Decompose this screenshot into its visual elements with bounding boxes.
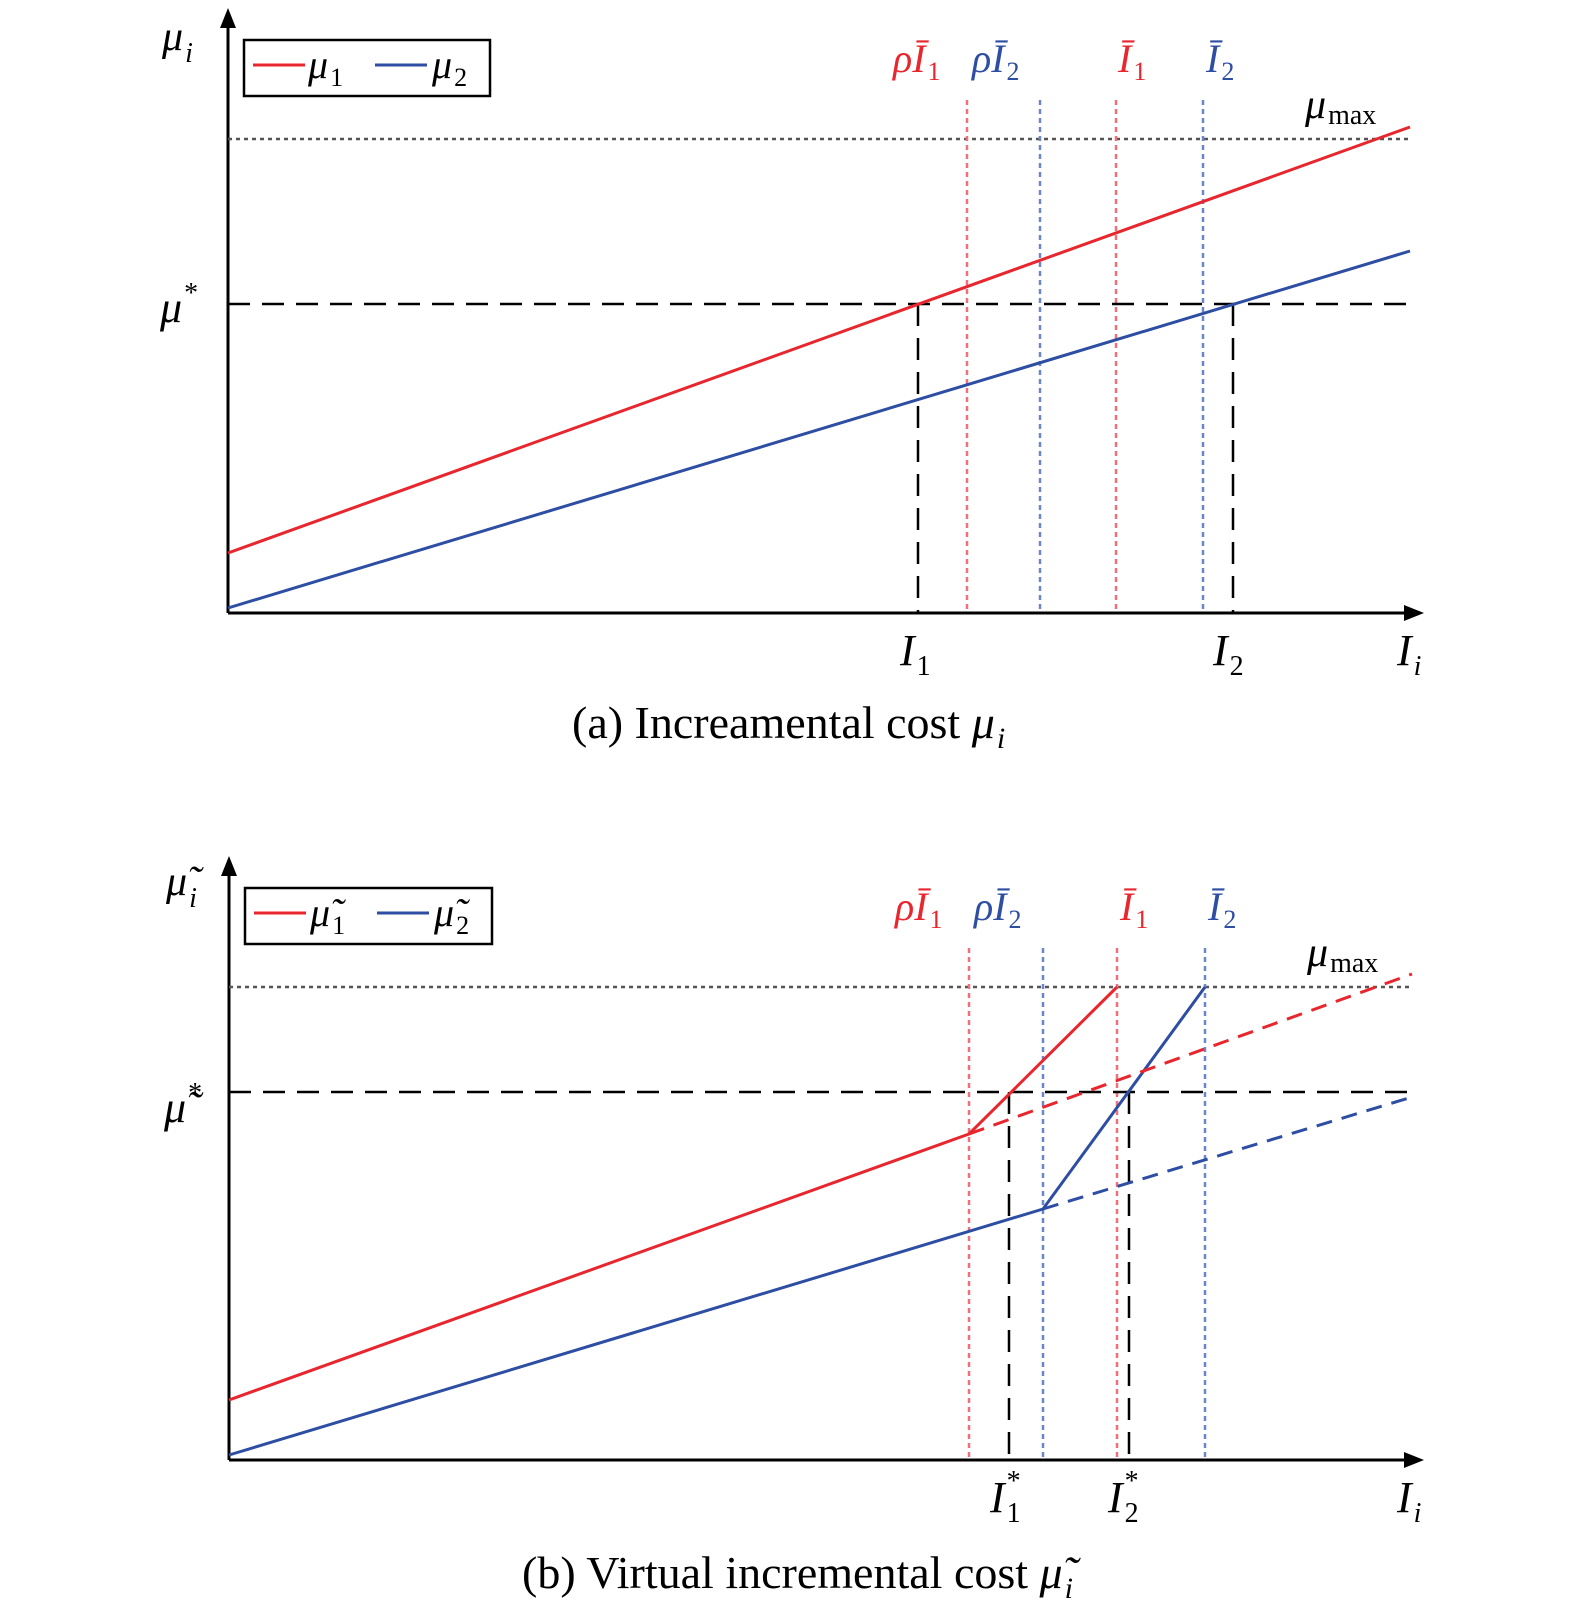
panel-a-x-tick-i1: I1 <box>899 626 931 682</box>
panel-a-mu2-line <box>227 249 1411 610</box>
panel-b-mu2-extension <box>1042 1095 1413 1211</box>
panel-b-mu-star-label: μ̃* <box>163 1078 204 1132</box>
panel-a-caption: (a) Increamental cost μi <box>572 697 1005 755</box>
panel-a-y-label: μi <box>161 14 193 69</box>
panel-b-legend: μ̃1 μ̃2 <box>243 886 494 946</box>
panel-a-top-label-ibar1: Ī1 <box>1117 36 1146 86</box>
panel-b-y-label: μ̃i <box>165 859 204 914</box>
panel-a-x-arrow <box>1404 605 1424 621</box>
panel-a-y-arrow <box>220 8 236 28</box>
panel-a-legend-mu1-label: μ1 <box>307 42 343 92</box>
panel-b-mu1-extension <box>968 972 1413 1136</box>
panel-b-x-tick-i1star: I*1 <box>989 1466 1021 1529</box>
panel-b-top-label-rho-ibar2: ρĪ2 <box>972 884 1022 934</box>
panel-b-x-arrow <box>1404 1452 1424 1468</box>
panel-b-x-tick-i2star: I*2 <box>1107 1466 1139 1529</box>
panel-b-x-label: Ii <box>1396 1473 1421 1529</box>
panel-b-legend-box <box>243 886 494 946</box>
panel-b-caption: (b) Virtual incremental cost μ̃i <box>522 1547 1082 1605</box>
panel-b: μ̃i μ̃* μmax μ̃1 μ̃2 ρĪ1 ρĪ2 Ī1 Ī2 I*1 I… <box>163 856 1424 1605</box>
panel-a-legend: μ1 μ2 <box>242 38 492 98</box>
panel-b-top-label-rho-ibar1: ρĪ1 <box>893 884 943 934</box>
panel-b-mu1-curve <box>228 985 1119 1402</box>
panel-a-legend-box <box>242 38 492 98</box>
panel-a-top-label-rho-ibar2: ρĪ2 <box>970 36 1020 86</box>
panel-a-top-label-ibar2: Ī2 <box>1205 36 1234 86</box>
panel-a-mu-star-label: μ* <box>159 278 198 332</box>
panel-a-top-label-rho-ibar1: ρĪ1 <box>891 36 941 86</box>
panel-b-mu2-curve <box>228 986 1207 1457</box>
panel-b-top-label-ibar1: Ī1 <box>1119 884 1148 934</box>
panel-b-mu-max-label: μmax <box>1306 930 1378 979</box>
panel-a: μi μ* μmax μ1 μ2 ρĪ1 ρĪ2 Ī1 Ī2 I1 I2 Ii … <box>159 8 1424 755</box>
panel-a-x-tick-i2: I2 <box>1212 626 1244 682</box>
panel-b-y-arrow <box>221 856 237 876</box>
panel-a-x-label: Ii <box>1396 626 1421 682</box>
panel-b-top-label-ibar2: Ī2 <box>1207 884 1236 934</box>
panel-a-mu1-line <box>227 125 1411 555</box>
panel-a-mu-max-label: μmax <box>1304 82 1376 131</box>
panel-a-legend-mu2-label: μ2 <box>431 42 467 92</box>
